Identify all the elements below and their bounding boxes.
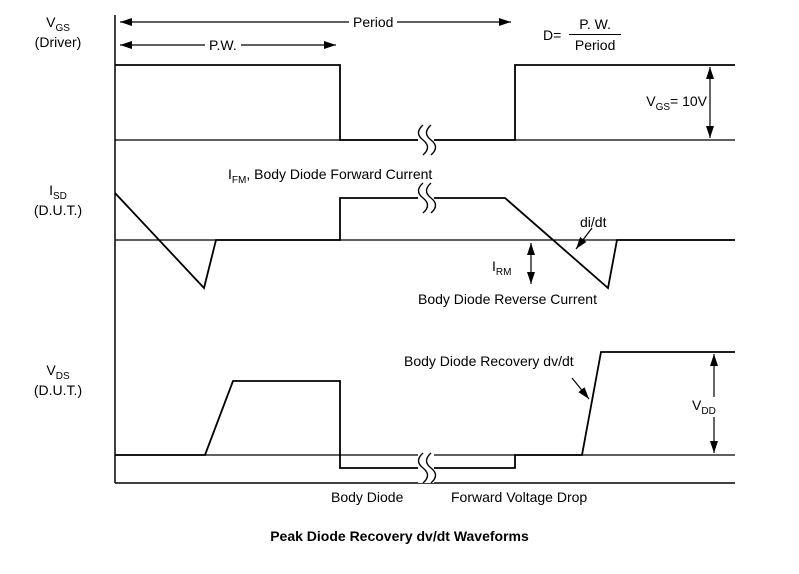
reverse-current-label: Body Diode Reverse Current	[418, 291, 597, 307]
duty-denominator: Period	[574, 37, 616, 53]
recovery-pointer-arrow	[571, 377, 590, 400]
duty-fraction: P. W. Period	[569, 16, 621, 53]
vdd-label: VDD	[688, 397, 720, 417]
break-mark-bg	[418, 125, 434, 155]
isd-waveform	[114, 192, 735, 290]
break-mark	[417, 124, 429, 156]
duty-numerator: P. W.	[569, 16, 621, 35]
vgs-level-label: VGS= 10V	[646, 93, 707, 113]
pulse-width-label: P.W.	[205, 37, 241, 53]
irm-label: IRM	[492, 258, 512, 278]
forward-voltage-drop-label: Forward Voltage Drop	[451, 489, 588, 505]
vds-axis-label: VDS (D.U.T.)	[33, 362, 83, 398]
break-mark	[425, 124, 437, 156]
vds-waveform	[115, 351, 735, 469]
break-mark-bg	[418, 183, 434, 213]
diagram-title: Peak Diode Recovery dv/dt Waveforms	[270, 528, 529, 544]
break-mark-bg	[418, 453, 434, 483]
duty-prefix: D=	[543, 26, 562, 43]
recovery-dvdt-label: Body Diode Recovery dv/dt	[404, 353, 574, 369]
period-label: Period	[349, 14, 398, 30]
break-mark	[417, 182, 429, 214]
vgs-axis-label: VGS (Driver)	[34, 14, 82, 50]
break-mark	[425, 452, 437, 484]
break-mark	[417, 452, 429, 484]
ifm-label: IFM, Body Diode Forward Current	[228, 166, 433, 186]
break-mark	[425, 182, 437, 214]
isd-axis-label: ISD (D.U.T.)	[33, 182, 83, 218]
duty-cycle-formula: D= P. W. Period	[543, 16, 621, 53]
body-diode-label: Body Diode	[331, 489, 404, 505]
didt-pointer-arrow	[575, 227, 593, 250]
didt-label: di/dt	[580, 214, 607, 230]
